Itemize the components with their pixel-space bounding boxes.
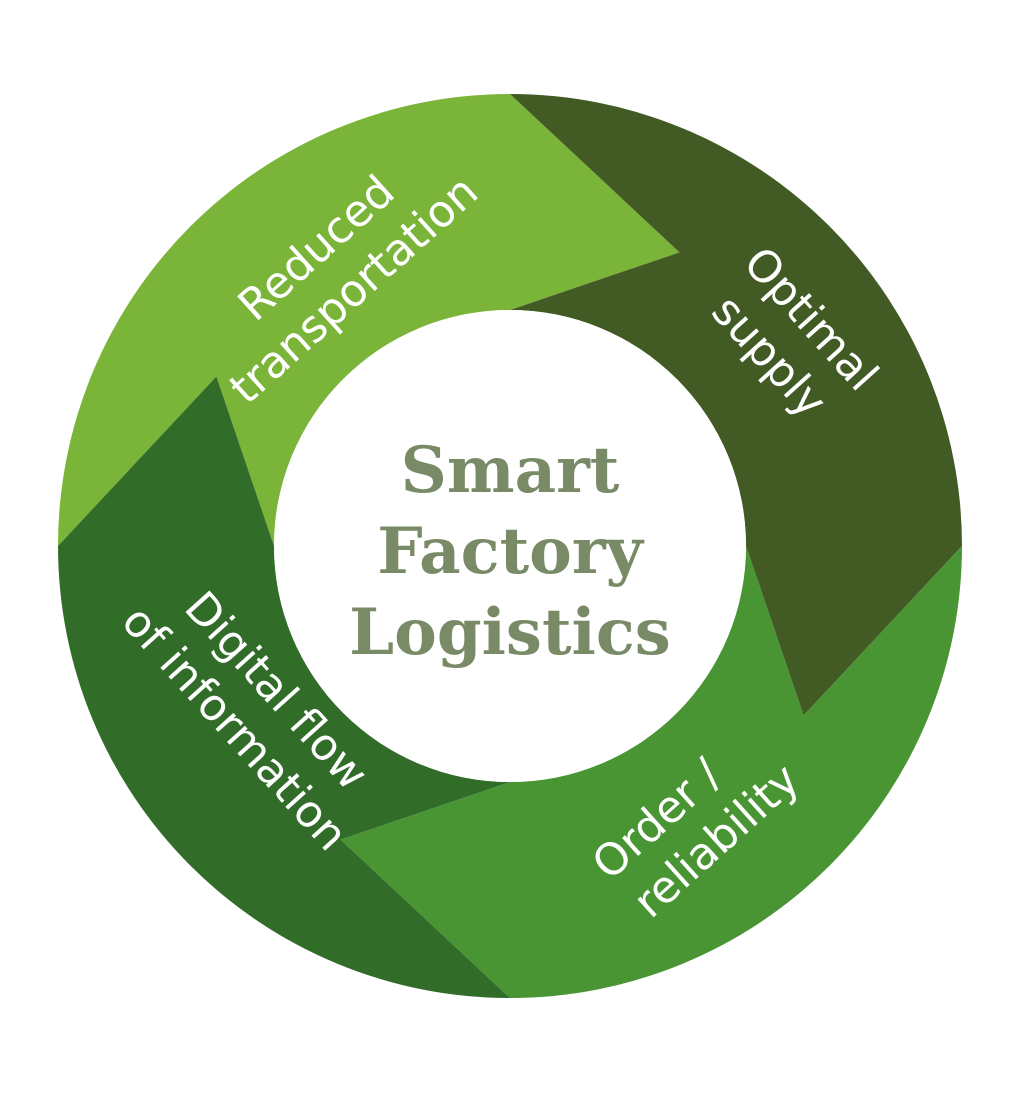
segment-reduced-transportation (58, 94, 680, 546)
segment-digital-flow (58, 376, 510, 998)
segment-optimal-supply (510, 94, 962, 716)
center-title-line-3: Logistics (349, 595, 671, 670)
center-disc (274, 310, 746, 782)
center-title-line-2: Factory (377, 514, 644, 589)
segment-order-reliability (340, 546, 962, 998)
center-title-line-1: Smart (401, 433, 620, 508)
